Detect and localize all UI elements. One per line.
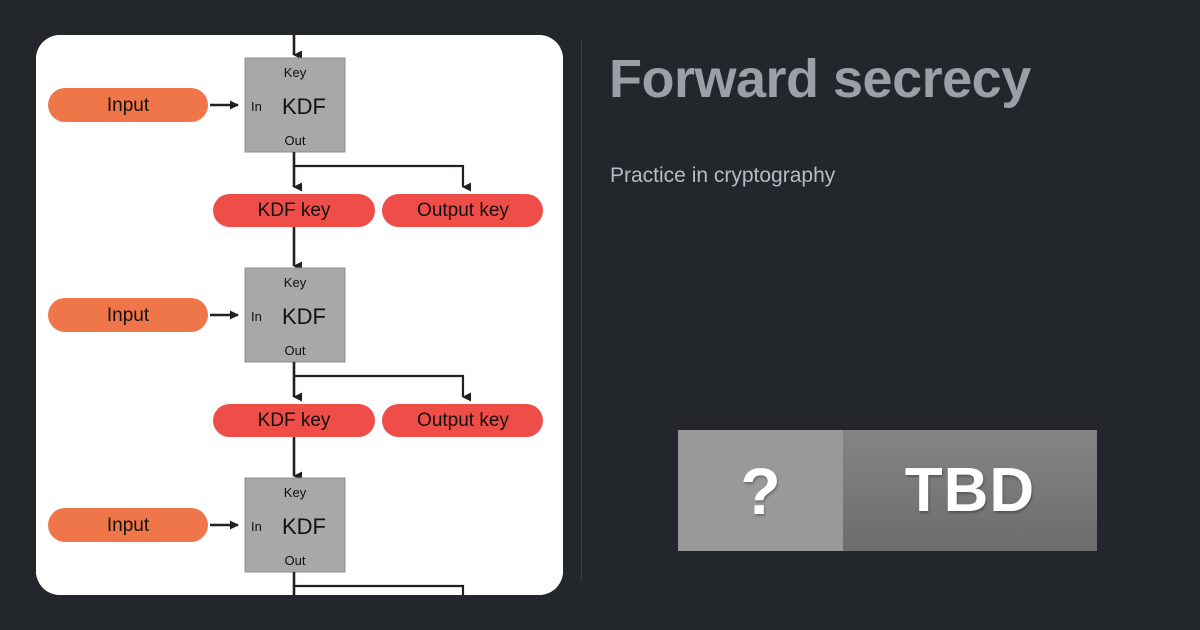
kdf-box-1-port-out: Out [285, 133, 306, 148]
kdf-box-2: Key In KDF Out [244, 267, 346, 363]
kdf-box-1-port-in: In [251, 99, 262, 114]
kdf-box-3-label: KDF [282, 514, 326, 539]
kdf-key-pill-1-label: KDF key [258, 200, 331, 221]
page-subtitle: Practice in cryptography [610, 164, 836, 187]
kdf-box-1: Key In KDF Out [244, 57, 346, 153]
input-pill-1-label: Input [107, 95, 150, 116]
kdf-key-pill-1: KDF key [213, 194, 375, 227]
badge-question-section: ? [678, 430, 843, 551]
kdf-box-2-port-out: Out [285, 343, 306, 358]
kdf-box-2-port-key: Key [284, 275, 307, 290]
kdf-chain-diagram: Input Key In KDF Out KDF key [36, 35, 563, 595]
badge-label: TBD [904, 455, 1036, 525]
question-mark-icon: ? [740, 453, 781, 528]
output-key-pill-2: Output key [382, 404, 543, 437]
connector-kdf-1-outputs [292, 152, 471, 192]
output-key-pill-1: Output key [382, 194, 543, 227]
tbd-badge: ? TBD [678, 430, 1097, 551]
input-pill-3: Input [48, 508, 208, 542]
kdf-box-2-label: KDF [282, 304, 326, 329]
input-pill-1: Input [48, 88, 208, 122]
connector-kdf-2-outputs [292, 362, 471, 402]
page-title: Forward secrecy [609, 49, 1031, 109]
input-pill-2: Input [48, 298, 208, 332]
connector-kdf-3-outputs [292, 572, 465, 595]
kdf-box-1-port-key: Key [284, 65, 307, 80]
kdf-key-pill-2: KDF key [213, 404, 375, 437]
kdf-box-2-port-in: In [251, 309, 262, 324]
kdf-box-3-port-key: Key [284, 485, 307, 500]
vertical-divider [581, 40, 582, 580]
output-key-pill-2-label: Output key [417, 410, 509, 431]
input-pill-3-label: Input [107, 515, 150, 536]
text-panel: Forward secrecy Practice in cryptography… [609, 0, 1169, 630]
kdf-box-3-port-out: Out [285, 553, 306, 568]
diagram-image-card[interactable]: Input Key In KDF Out KDF key [36, 35, 563, 595]
kdf-box-3: Key In KDF Out [244, 477, 346, 573]
kdf-box-3-port-in: In [251, 519, 262, 534]
input-pill-2-label: Input [107, 305, 150, 326]
kdf-key-pill-2-label: KDF key [258, 410, 331, 431]
output-key-pill-1-label: Output key [417, 200, 509, 221]
badge-label-section: TBD [843, 430, 1097, 551]
kdf-box-1-label: KDF [282, 94, 326, 119]
